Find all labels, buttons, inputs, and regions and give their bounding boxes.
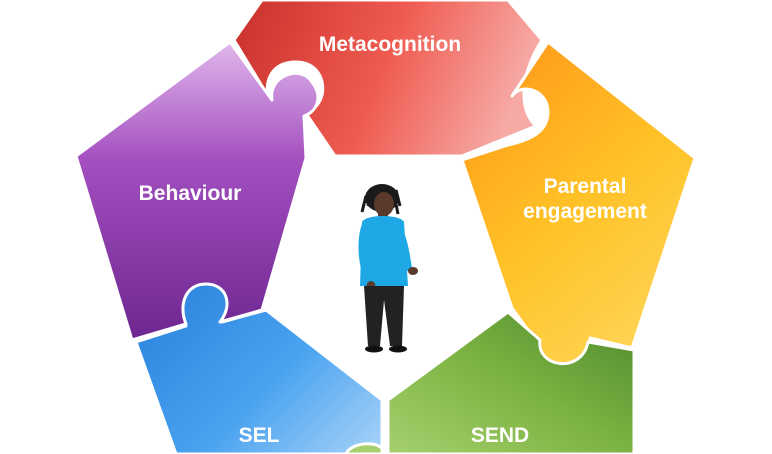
shirt [360,216,408,286]
segment-send: SEND [386,310,636,454]
left-shoe [365,345,383,353]
segment-parental-engagement: Parental engagement [460,40,697,369]
left-arm [358,224,372,282]
label-metacognition: Metacognition [319,33,461,56]
person-illustration [358,184,418,353]
label-behaviour: Behaviour [139,182,242,205]
segment-behaviour: Behaviour [74,40,320,342]
face [374,192,394,216]
right-hand [408,267,418,275]
label-parental-line1: Parental [544,175,627,198]
trousers [364,286,404,346]
right-shoe [389,345,407,353]
label-sel: SEL [239,424,280,447]
label-send: SEND [471,424,529,447]
right-arm [398,224,412,272]
label-parental-line2: engagement [523,200,647,223]
